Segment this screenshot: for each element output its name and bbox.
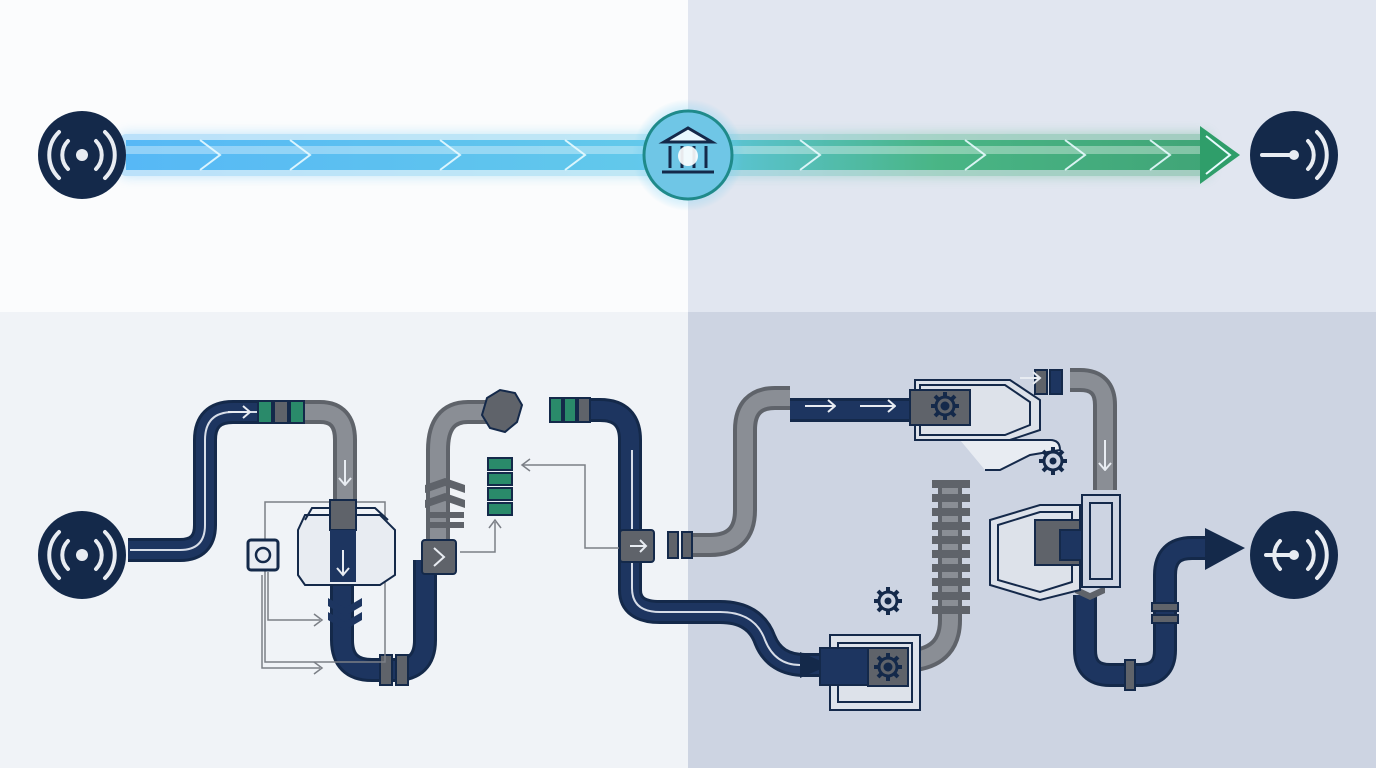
signal-target-icon xyxy=(1260,130,1329,180)
gear-icon xyxy=(872,585,904,617)
processing-unit-left xyxy=(246,458,620,675)
machine-bottom xyxy=(819,634,921,711)
gear-icon xyxy=(1037,445,1069,477)
source-signal-top xyxy=(36,109,128,201)
hub-node xyxy=(632,99,744,211)
chevron-segments xyxy=(328,598,362,630)
destination-signal-top xyxy=(1250,111,1338,199)
junction-boxes xyxy=(421,388,655,575)
machine-middle xyxy=(989,494,1121,602)
pipeline-network xyxy=(128,368,1245,687)
destination-signal-bottom xyxy=(1250,511,1338,599)
queue-stack xyxy=(487,457,513,516)
machine-top xyxy=(909,371,1062,471)
pipe-couplings xyxy=(257,369,1179,691)
source-signal-bottom xyxy=(36,509,128,601)
